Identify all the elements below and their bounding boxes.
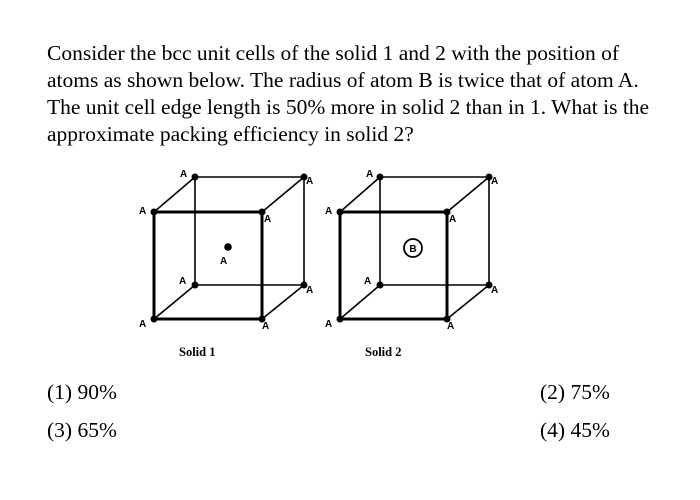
atom-label: A [306, 176, 313, 187]
atom-label: A [306, 285, 313, 296]
atom-a-dot [258, 208, 266, 216]
atom-a-dot [485, 281, 493, 289]
atom-a-dot [150, 208, 158, 216]
atom-label: A [447, 321, 454, 332]
solid1-labels: A A A A A A A A A Solid 1 [139, 169, 313, 359]
solid2-atoms [336, 173, 493, 323]
atom-label: A [139, 319, 146, 330]
atom-a-dot [300, 173, 308, 181]
atom-label: A [366, 169, 373, 180]
option-4[interactable]: (4) 45% [540, 418, 610, 442]
solid2-cube [338, 176, 490, 321]
atom-label: A [179, 276, 186, 287]
atom-label: A [449, 214, 456, 225]
atom-label: A [262, 321, 269, 332]
solid1-caption: Solid 1 [179, 345, 215, 359]
solid2-center-atom-b: B [403, 238, 423, 258]
atom-label: A [364, 276, 371, 287]
atom-a-dot [300, 281, 308, 289]
question-text: Consider the bcc unit cells of the solid… [47, 41, 650, 146]
atom-a-dot [376, 173, 384, 181]
atom-label: A [220, 256, 227, 267]
atom-a-dot [191, 281, 199, 289]
atom-label: A [325, 319, 332, 330]
atom-a-dot [336, 208, 344, 216]
atom-a-dot [443, 208, 451, 216]
atom-a-dot [258, 315, 266, 323]
atom-label: A [180, 169, 187, 180]
atom-label: A [325, 206, 332, 217]
atom-a-dot [376, 281, 384, 289]
atom-label: A [491, 285, 498, 296]
solid2-labels: A A A A A A A A Solid 2 [325, 169, 498, 359]
solid1-cube [152, 176, 305, 321]
solid1-atoms [150, 173, 308, 323]
option-3[interactable]: (3) 65% [47, 418, 117, 442]
atom-a-dot [150, 315, 158, 323]
solid2-caption: Solid 2 [365, 345, 401, 359]
atom-label: A [139, 206, 146, 217]
center-atom-b-label: B [409, 244, 416, 255]
option-1[interactable]: (1) 90% [47, 380, 117, 404]
center-atom-a-dot [224, 243, 232, 251]
atom-label: A [264, 214, 271, 225]
atom-a-dot [485, 173, 493, 181]
atom-a-dot [191, 173, 199, 181]
atom-a-dot [443, 315, 451, 323]
atom-a-dot [336, 315, 344, 323]
atom-label: A [491, 176, 498, 187]
option-2[interactable]: (2) 75% [540, 380, 610, 404]
